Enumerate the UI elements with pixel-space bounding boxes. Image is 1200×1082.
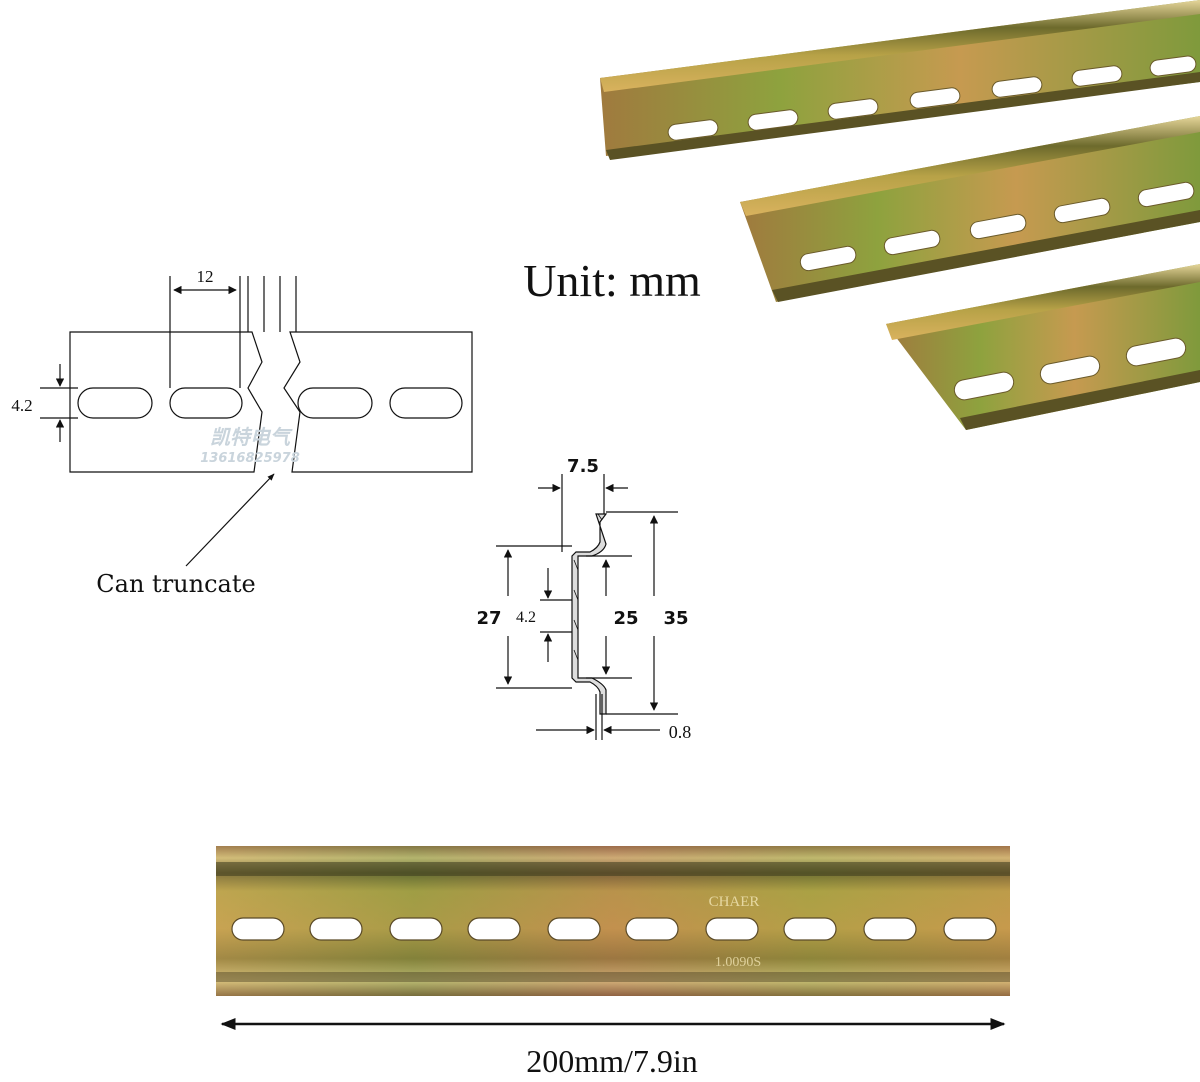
slot-height-label: 4.2 (516, 609, 536, 626)
slot-1 (77, 387, 153, 419)
flange-width-label: 7.5 (567, 456, 599, 477)
watermark-phone: 13616825978 (200, 451, 300, 466)
profile-cross-section (496, 474, 678, 740)
hole-height-label: 4.2 (11, 396, 32, 415)
slot-4 (389, 387, 463, 419)
rail-photo-2 (740, 116, 1200, 302)
total-height-label: 35 (663, 608, 688, 629)
unit-label: Unit: mm (523, 255, 701, 306)
hole-width-label: 12 (197, 267, 214, 286)
truncate-note: Can truncate (96, 570, 255, 598)
thickness-label: 0.8 (669, 722, 692, 742)
rail-code-stamp: 1.0090S (715, 955, 761, 970)
length-label: 200mm/7.9in (526, 1043, 698, 1079)
rail-front-photo (216, 846, 1010, 996)
rail-photo-3 (886, 264, 1200, 430)
slot-2 (169, 387, 243, 419)
rail-photo-1 (600, 0, 1200, 160)
hole-pattern-diagram (40, 276, 473, 567)
rail-brand-stamp: CHAER (709, 894, 760, 910)
web-height-label: 25 (613, 608, 638, 629)
inner-height-label: 27 (476, 608, 501, 629)
slot-3 (297, 387, 373, 419)
watermark-name: 凯特电气 (210, 425, 293, 449)
